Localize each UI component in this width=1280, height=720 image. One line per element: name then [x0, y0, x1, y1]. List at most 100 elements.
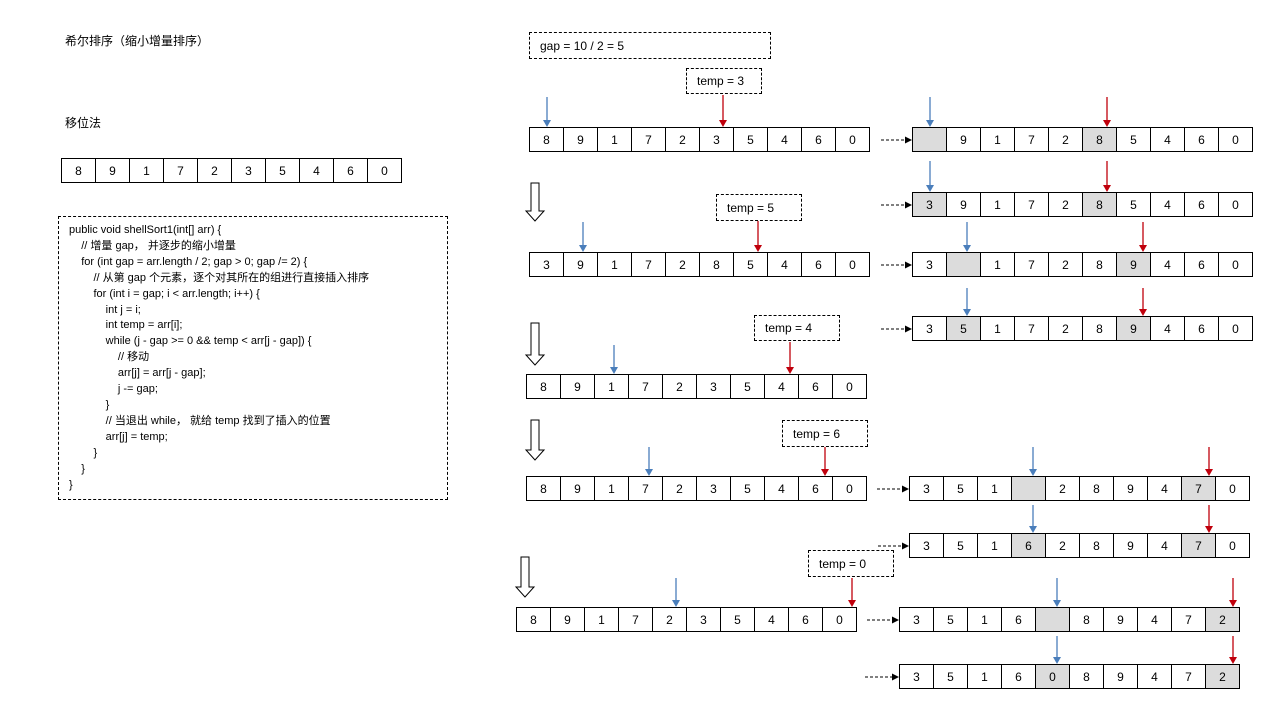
array-cell: 5	[946, 316, 981, 341]
pointer-arrowhead-icon	[1053, 657, 1061, 664]
code-line: public void shellSort1(int[] arr) {	[69, 224, 222, 236]
array-cell: 0	[1218, 316, 1253, 341]
array-cell: 9	[946, 192, 981, 217]
array-cell: 0	[832, 374, 867, 399]
array-cell: 3	[899, 664, 934, 689]
array-cell: 6	[798, 374, 833, 399]
array-cell: 7	[628, 374, 663, 399]
down-arrow-icon	[524, 322, 546, 366]
temp-box-4: temp = 6	[782, 420, 868, 447]
array-cell: 0	[822, 607, 857, 632]
pointer-arrowhead-icon	[1205, 469, 1213, 476]
array-cell: 4	[1137, 607, 1172, 632]
temp-box-3: temp = 4	[754, 315, 840, 341]
code-line: while (j - gap >= 0 && temp < arr[j - ga…	[69, 335, 312, 348]
code-line: for (int gap = arr.length / 2; gap > 0; …	[69, 255, 308, 268]
array-cell: 3	[912, 316, 947, 341]
array-cell: 0	[1218, 252, 1253, 277]
array-cell: 7	[1171, 607, 1206, 632]
code-line: // 当退出 while， 就给 temp 找到了插入的位置	[69, 414, 331, 427]
down-arrow-icon	[524, 419, 546, 461]
pointer-arrowhead-icon	[1029, 526, 1037, 533]
pointer-arrowhead-icon	[848, 600, 856, 607]
array-cell: 1	[967, 607, 1002, 632]
array-cell: 5	[730, 374, 765, 399]
dashed-arrowhead-icon	[905, 261, 912, 269]
array-cell	[1035, 607, 1070, 632]
array-cell: 9	[550, 607, 585, 632]
array-cell: 6	[1184, 127, 1219, 152]
array-cell: 1	[977, 533, 1012, 558]
array-cell: 9	[560, 476, 595, 501]
array-cell: 8	[516, 607, 551, 632]
array-cell: 5	[720, 607, 755, 632]
dashed-arrowhead-icon	[905, 136, 912, 144]
array-cell: 8	[1082, 192, 1117, 217]
array-cell: 6	[801, 127, 836, 152]
code-line: }	[69, 446, 98, 459]
array-cell: 3	[696, 476, 731, 501]
array-cell: 6	[801, 252, 836, 277]
array-cell: 8	[699, 252, 734, 277]
code-line: }	[69, 462, 85, 475]
array-cell: 2	[662, 476, 697, 501]
array-cell: 0	[367, 158, 402, 183]
array-cell: 4	[299, 158, 334, 183]
dashed-arrowhead-icon	[905, 201, 912, 209]
array-cell: 3	[909, 533, 944, 558]
code-line: int temp = arr[i];	[69, 319, 183, 332]
array-cell: 9	[946, 127, 981, 152]
array-cell: 3	[899, 607, 934, 632]
code-box: public void shellSort1(int[] arr) { // 增…	[58, 216, 448, 500]
method-label: 移位法	[65, 116, 102, 130]
pointer-arrowhead-icon	[1205, 526, 1213, 533]
array-cell: 2	[1048, 192, 1083, 217]
dashed-arrowhead-icon	[892, 673, 899, 681]
array-cell: 7	[163, 158, 198, 183]
pointer-arrowhead-icon	[579, 245, 587, 252]
array-cell: 2	[1205, 607, 1240, 632]
array-cell: 9	[1103, 607, 1138, 632]
array-cell: 5	[933, 607, 968, 632]
array-cell: 5	[730, 476, 765, 501]
array-cell: 9	[563, 127, 598, 152]
array-cell: 0	[1218, 127, 1253, 152]
array-cell: 8	[1082, 316, 1117, 341]
array-cell: 0	[832, 476, 867, 501]
diagram-title: 希尔排序（缩小增量排序）	[65, 34, 210, 48]
array-cell: 1	[129, 158, 164, 183]
pointer-arrowhead-icon	[719, 120, 727, 127]
pointer-arrowhead-icon	[963, 245, 971, 252]
pointer-arrowhead-icon	[754, 245, 762, 252]
array-cell: 1	[967, 664, 1002, 689]
array-cell: 0	[1035, 664, 1070, 689]
array-cell: 7	[1014, 316, 1049, 341]
code-line: j -= gap;	[69, 383, 158, 396]
array-cell: 9	[1103, 664, 1138, 689]
array-cell: 0	[835, 127, 870, 152]
array-cell: 0	[1215, 476, 1250, 501]
array-cell: 4	[764, 374, 799, 399]
array-cell: 6	[1184, 252, 1219, 277]
array-cell: 6	[1184, 316, 1219, 341]
dashed-arrowhead-icon	[902, 542, 909, 550]
dashed-arrowhead-icon	[892, 616, 899, 624]
code-line: arr[j] = arr[j - gap];	[69, 367, 206, 380]
array-cell: 1	[584, 607, 619, 632]
array-cell: 2	[1048, 127, 1083, 152]
array-cell: 5	[1116, 192, 1151, 217]
array-cell: 5	[943, 476, 978, 501]
array-cell: 4	[1150, 252, 1185, 277]
pointer-arrowhead-icon	[1053, 600, 1061, 607]
code-line: arr[j] = temp;	[69, 430, 168, 443]
array-cell: 5	[733, 252, 768, 277]
down-arrow-icon	[514, 556, 536, 598]
array-cell: 2	[1045, 476, 1080, 501]
